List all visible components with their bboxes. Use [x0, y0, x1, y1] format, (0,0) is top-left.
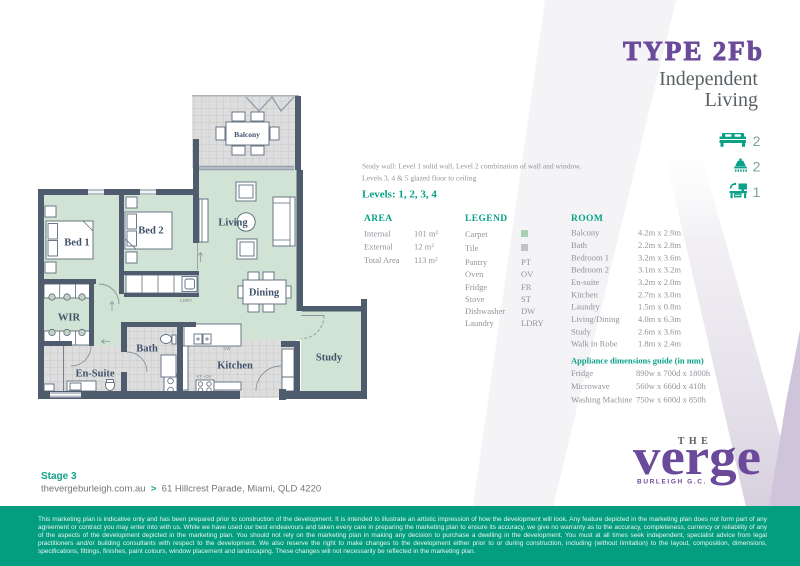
svg-text:Tile: Tile: [465, 243, 479, 253]
svg-text:Balcony: Balcony: [234, 130, 260, 139]
svg-text:4.0m x 6.3m: 4.0m x 6.3m: [638, 314, 681, 324]
svg-text:External: External: [364, 242, 393, 252]
svg-text:Dining: Dining: [249, 288, 280, 299]
svg-text:1.5m x 0.8m: 1.5m x 0.8m: [638, 302, 681, 312]
svg-text:BURLEIGH G.C.: BURLEIGH G.C.: [637, 479, 707, 486]
svg-text:1: 1: [753, 184, 761, 200]
svg-text:Living: Living: [705, 89, 758, 111]
svg-text:113 m²: 113 m²: [414, 255, 438, 265]
svg-text:4.2m x 2.9m: 4.2m x 2.9m: [638, 228, 681, 238]
svg-text:Stage 3: Stage 3: [41, 471, 77, 482]
svg-text:Pantry: Pantry: [465, 257, 488, 267]
svg-text:Levels: 1, 2, 3, 4: Levels: 1, 2, 3, 4: [362, 189, 437, 201]
svg-text:2.7m x 3.0m: 2.7m x 3.0m: [638, 290, 681, 300]
svg-text:3.1m x 3.2m: 3.1m x 3.2m: [638, 265, 681, 275]
svg-text:LEGEND: LEGEND: [465, 214, 508, 224]
svg-text:Laundry: Laundry: [465, 318, 495, 328]
svg-text:TYPE 2Fb: TYPE 2Fb: [623, 36, 762, 66]
svg-text:Fridge: Fridge: [571, 368, 593, 378]
svg-text:2.2m x 2.8m: 2.2m x 2.8m: [638, 240, 681, 250]
svg-text:DW: DW: [224, 346, 231, 351]
svg-text:OV: OV: [521, 269, 534, 279]
svg-text:Kitchen: Kitchen: [571, 290, 599, 300]
svg-text:Bed 1: Bed 1: [64, 238, 89, 249]
svg-text:Study wall: Level 1 solid wall: Study wall: Level 1 solid wall, Level 2 …: [362, 162, 581, 171]
svg-text:560w x 660d x 410h: 560w x 660d x 410h: [636, 381, 707, 391]
svg-text:Fridge: Fridge: [465, 282, 487, 292]
svg-text:Total Area: Total Area: [364, 255, 400, 265]
svg-text:FR: FR: [521, 282, 532, 292]
svg-text:Internal: Internal: [364, 229, 391, 239]
svg-text:12 m²: 12 m²: [414, 242, 434, 252]
svg-text:Living/Dining: Living/Dining: [571, 314, 620, 324]
svg-text:3.2m x 3.6m: 3.2m x 3.6m: [638, 253, 681, 263]
svg-text:Study: Study: [571, 327, 592, 337]
svg-text:LDRY: LDRY: [180, 298, 192, 303]
svg-text:Walk in Robe: Walk in Robe: [571, 339, 618, 349]
svg-text:2: 2: [753, 133, 761, 149]
svg-text:verge: verge: [633, 429, 761, 486]
svg-text:101 m²: 101 m²: [414, 229, 438, 239]
svg-text:Oven: Oven: [465, 269, 484, 279]
svg-text:2.6m x 3.6m: 2.6m x 3.6m: [638, 327, 681, 337]
svg-text:Levels 3, 4 & 5 glazed floor t: Levels 3, 4 & 5 glazed floor to ceiling: [362, 174, 477, 183]
svg-text:2: 2: [753, 159, 761, 175]
svg-text:Bed 2: Bed 2: [138, 226, 163, 237]
svg-text:Living: Living: [218, 218, 248, 229]
svg-text:Laundry: Laundry: [571, 302, 601, 312]
svg-text:WIR: WIR: [58, 313, 81, 324]
svg-text:En-Suite: En-Suite: [75, 369, 114, 380]
svg-text:Appliance dimensions guide (in: Appliance dimensions guide (in mm): [571, 356, 704, 366]
svg-text:Carpet: Carpet: [465, 229, 488, 239]
svg-text:KT +OV: KT +OV: [197, 374, 212, 379]
svg-text:AREA: AREA: [364, 214, 393, 224]
svg-text:750w x 600d x 850h: 750w x 600d x 850h: [636, 395, 707, 405]
svg-text:Dishwasher: Dishwasher: [465, 306, 505, 316]
svg-text:890w x 700d x 1800h: 890w x 700d x 1800h: [636, 368, 711, 378]
svg-text:Bedroom 2: Bedroom 2: [571, 265, 609, 275]
svg-text:Independent: Independent: [659, 68, 758, 90]
svg-text:Stove: Stove: [465, 294, 485, 304]
svg-text:ST: ST: [521, 294, 532, 304]
svg-text:Balcony: Balcony: [571, 228, 600, 238]
svg-text:Bath: Bath: [136, 344, 158, 355]
svg-text:DW: DW: [521, 306, 535, 316]
svg-text:PT: PT: [521, 257, 532, 267]
svg-text:LDRY: LDRY: [521, 318, 544, 328]
svg-text:3.2m x 2.0m: 3.2m x 2.0m: [638, 277, 681, 287]
svg-text:ROOM: ROOM: [571, 214, 603, 224]
svg-text:Study: Study: [316, 353, 343, 364]
svg-text:Bedroom 1: Bedroom 1: [571, 253, 609, 263]
svg-text:Washing Machine: Washing Machine: [571, 395, 633, 405]
svg-text:Microwave: Microwave: [571, 381, 610, 391]
svg-text:Kitchen: Kitchen: [217, 361, 253, 372]
svg-text:THE: THE: [678, 436, 713, 447]
svg-text:thevergeburleigh.com.au > 61: thevergeburleigh.com.au > 61 Hillcrest P…: [41, 484, 321, 495]
svg-text:En-suite: En-suite: [571, 277, 600, 287]
svg-text:1.8m x 2.4m: 1.8m x 2.4m: [638, 339, 681, 349]
svg-text:Bath: Bath: [571, 240, 588, 250]
